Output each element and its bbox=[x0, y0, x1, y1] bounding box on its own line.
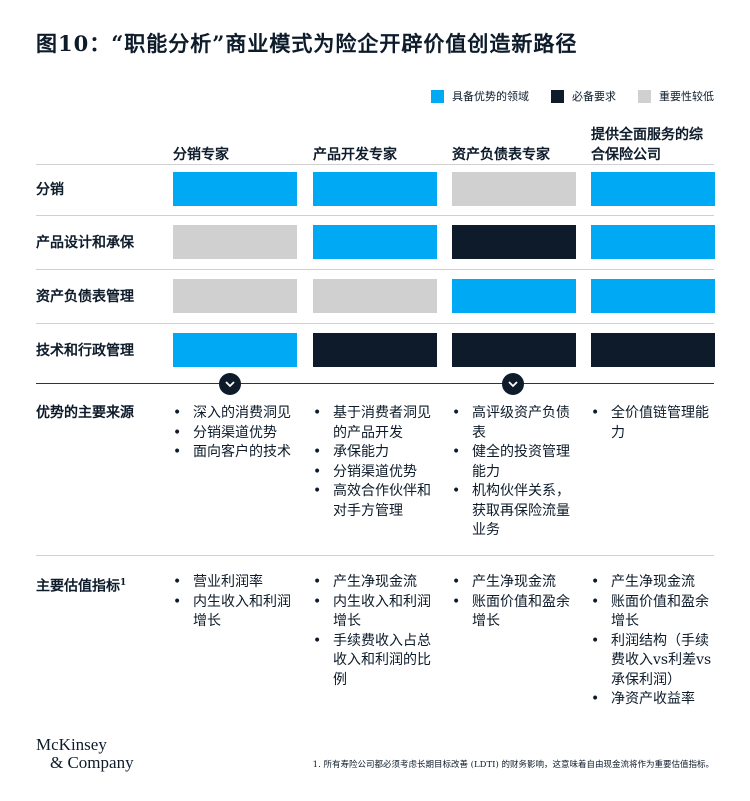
row-label-balance-sheet: 资产负债表管理 bbox=[36, 289, 134, 305]
source-item: 分销渠道优势 bbox=[313, 463, 441, 483]
sources-list: 全价值链管理能力 bbox=[591, 404, 715, 443]
metrics-list: 产生净现金流内生收入和利润增长手续费收入占总收入和利润的比例 bbox=[313, 573, 441, 690]
source-item: 机构伙伴关系，获取再保险流量业务 bbox=[452, 482, 580, 541]
chevron-down-icon bbox=[219, 373, 241, 395]
metric-item: 产生净现金流 bbox=[313, 573, 441, 593]
source-item: 面向客户的技术 bbox=[173, 443, 301, 463]
divider bbox=[36, 555, 714, 556]
footnote: 1. 所有寿险公司都必须考虑长期目标改善 (LDTI) 的财务影响，这意味着自由… bbox=[312, 760, 714, 770]
matrix-cell bbox=[452, 279, 576, 313]
logo-line: & Company bbox=[50, 753, 134, 772]
metrics-label: 主要估值指标1 bbox=[36, 573, 126, 597]
source-item: 深入的消费洞见 bbox=[173, 404, 301, 424]
matrix-cell bbox=[313, 279, 437, 313]
source-item: 承保能力 bbox=[313, 443, 441, 463]
legend-swatch-advantage bbox=[431, 89, 444, 103]
metric-item: 利润结构（手续费收入vs利差vs承保利润） bbox=[591, 632, 715, 691]
divider bbox=[36, 215, 714, 216]
footnote-marker: 1 bbox=[120, 578, 127, 588]
metric-item: 产生净现金流 bbox=[591, 573, 715, 593]
matrix-cell bbox=[591, 225, 715, 259]
legend-label: 具备优势的领域 bbox=[452, 90, 529, 103]
column-header-distribution: 分销专家 bbox=[173, 147, 229, 163]
legend-item-required: 必备要求 bbox=[551, 88, 616, 104]
legend-label: 重要性较低 bbox=[659, 90, 714, 103]
matrix-cell bbox=[173, 333, 297, 367]
source-item: 健全的投资管理能力 bbox=[452, 443, 580, 482]
section-divider bbox=[36, 383, 714, 384]
sources-list: 深入的消费洞见分销渠道优势面向客户的技术 bbox=[173, 404, 301, 463]
metric-item: 账面价值和盈余增长 bbox=[591, 593, 715, 632]
logo-line: McKinsey bbox=[36, 735, 107, 754]
source-item: 高评级资产负债表 bbox=[452, 404, 580, 443]
matrix-cell bbox=[173, 172, 297, 206]
legend-label: 必备要求 bbox=[572, 90, 616, 103]
source-item: 基于消费者洞见的产品开发 bbox=[313, 404, 441, 443]
metrics-list: 产生净现金流账面价值和盈余增长 bbox=[452, 573, 580, 632]
legend: 具备优势的领域 必备要求 重要性较低 bbox=[419, 88, 714, 104]
metrics-list: 产生净现金流账面价值和盈余增长利润结构（手续费收入vs利差vs承保利润）净资产收… bbox=[591, 573, 715, 710]
source-item: 全价值链管理能力 bbox=[591, 404, 715, 443]
matrix-cell bbox=[313, 333, 437, 367]
row-label-product-design: 产品设计和承保 bbox=[36, 235, 134, 251]
metric-item: 内生收入和利润增长 bbox=[173, 593, 301, 632]
sources-label: 优势的主要来源 bbox=[36, 405, 134, 421]
column-header-full-service: 提供全面服务的综合保险公司 bbox=[591, 127, 703, 163]
matrix-cell bbox=[452, 333, 576, 367]
mckinsey-logo: McKinsey & Company bbox=[36, 736, 134, 772]
metrics-label-text: 主要估值指标 bbox=[36, 578, 120, 595]
metric-item: 净资产收益率 bbox=[591, 690, 715, 710]
column-header-balance-sheet: 资产负债表专家 bbox=[452, 147, 550, 163]
sources-list: 高评级资产负债表健全的投资管理能力机构伙伴关系，获取再保险流量业务 bbox=[452, 404, 580, 541]
matrix-cell bbox=[452, 172, 576, 206]
matrix-cell bbox=[452, 225, 576, 259]
matrix-cell bbox=[591, 172, 715, 206]
matrix-cell bbox=[313, 172, 437, 206]
sources-list: 基于消费者洞见的产品开发承保能力分销渠道优势高效合作伙伴和对手方管理 bbox=[313, 404, 441, 521]
metric-item: 营业利润率 bbox=[173, 573, 301, 593]
matrix-cell bbox=[313, 225, 437, 259]
metrics-list: 营业利润率内生收入和利润增长 bbox=[173, 573, 301, 632]
legend-item-low: 重要性较低 bbox=[638, 88, 714, 104]
source-item: 分销渠道优势 bbox=[173, 424, 301, 444]
legend-item-advantage: 具备优势的领域 bbox=[431, 88, 529, 104]
row-label-tech-admin: 技术和行政管理 bbox=[36, 343, 134, 359]
matrix-cell bbox=[591, 279, 715, 313]
matrix-cell bbox=[173, 279, 297, 313]
legend-swatch-low bbox=[638, 89, 651, 103]
row-label-distribution: 分销 bbox=[36, 182, 64, 198]
metric-item: 产生净现金流 bbox=[452, 573, 580, 593]
divider bbox=[36, 323, 714, 324]
page-title: 图10：“职能分析”商业模式为险企开辟价值创造新路径 bbox=[36, 31, 578, 56]
divider bbox=[36, 164, 714, 165]
matrix-cell bbox=[591, 333, 715, 367]
column-header-product: 产品开发专家 bbox=[313, 147, 397, 163]
source-item: 高效合作伙伴和对手方管理 bbox=[313, 482, 441, 521]
legend-swatch-required bbox=[551, 89, 564, 103]
metric-item: 手续费收入占总收入和利润的比例 bbox=[313, 632, 441, 691]
metric-item: 内生收入和利润增长 bbox=[313, 593, 441, 632]
metric-item: 账面价值和盈余增长 bbox=[452, 593, 580, 632]
matrix-cell bbox=[173, 225, 297, 259]
divider bbox=[36, 269, 714, 270]
chevron-down-icon bbox=[502, 373, 524, 395]
